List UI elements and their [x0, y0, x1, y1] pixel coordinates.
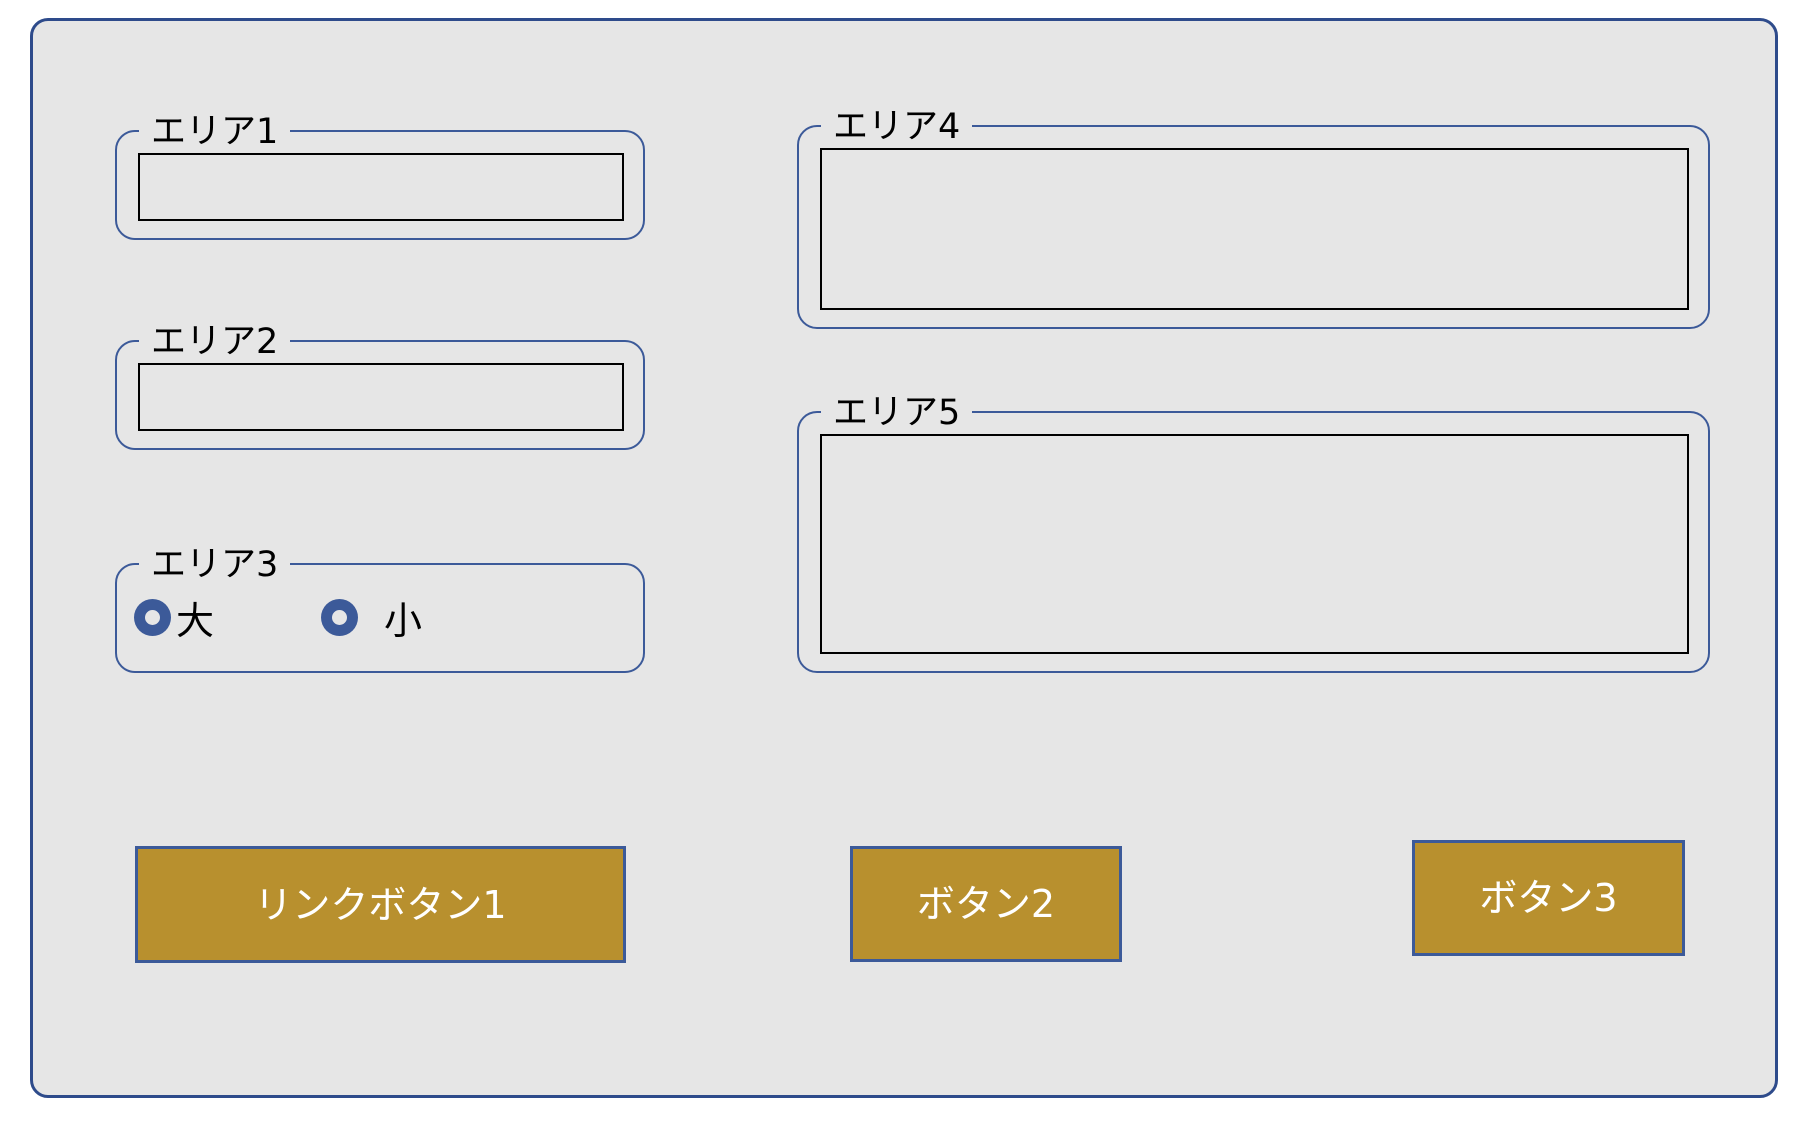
group-area2-body [138, 363, 624, 431]
radio-option-large-label: 大 [176, 598, 215, 643]
area5-text-area[interactable] [820, 434, 1689, 654]
group-area3-legend: エリア3 [139, 548, 291, 583]
group-area1-body [138, 153, 624, 221]
group-area2-legend: エリア2 [139, 325, 291, 360]
radio-option-small-label: 小 [384, 598, 423, 643]
group-area5-body [820, 434, 1689, 654]
radio-option-small[interactable]: 小 [321, 590, 422, 645]
group-area5-legend: エリア5 [821, 396, 973, 431]
group-area4-body [820, 148, 1689, 310]
group-area3: エリア3 大 小 [115, 548, 645, 673]
area1-text-input[interactable] [138, 153, 624, 221]
radio-option-large[interactable]: 大 [134, 590, 214, 645]
radio-selected-icon [321, 598, 359, 636]
button-3[interactable]: ボタン3 [1412, 840, 1685, 956]
group-area3-body: 大 小 [134, 573, 624, 661]
link-button-1[interactable]: リンクボタン1 [135, 846, 626, 963]
button-3-label: ボタン3 [1479, 876, 1618, 920]
area3-radio-group: 大 小 [134, 573, 624, 661]
main-panel: エリア1 エリア2 エリア3 大 小 [30, 18, 1778, 1098]
area4-text-area[interactable] [820, 148, 1689, 310]
radio-selected-icon [134, 598, 171, 636]
group-area2: エリア2 [115, 325, 645, 450]
group-area1-legend: エリア1 [139, 115, 291, 150]
button-2-label: ボタン2 [916, 882, 1056, 926]
group-area4-legend: エリア4 [821, 110, 973, 145]
group-area5: エリア5 [797, 396, 1710, 673]
link-button-1-label: リンクボタン1 [254, 882, 507, 927]
button-2[interactable]: ボタン2 [850, 846, 1122, 962]
group-area1: エリア1 [115, 115, 645, 240]
area2-text-input[interactable] [138, 363, 624, 431]
group-area4: エリア4 [797, 110, 1710, 329]
